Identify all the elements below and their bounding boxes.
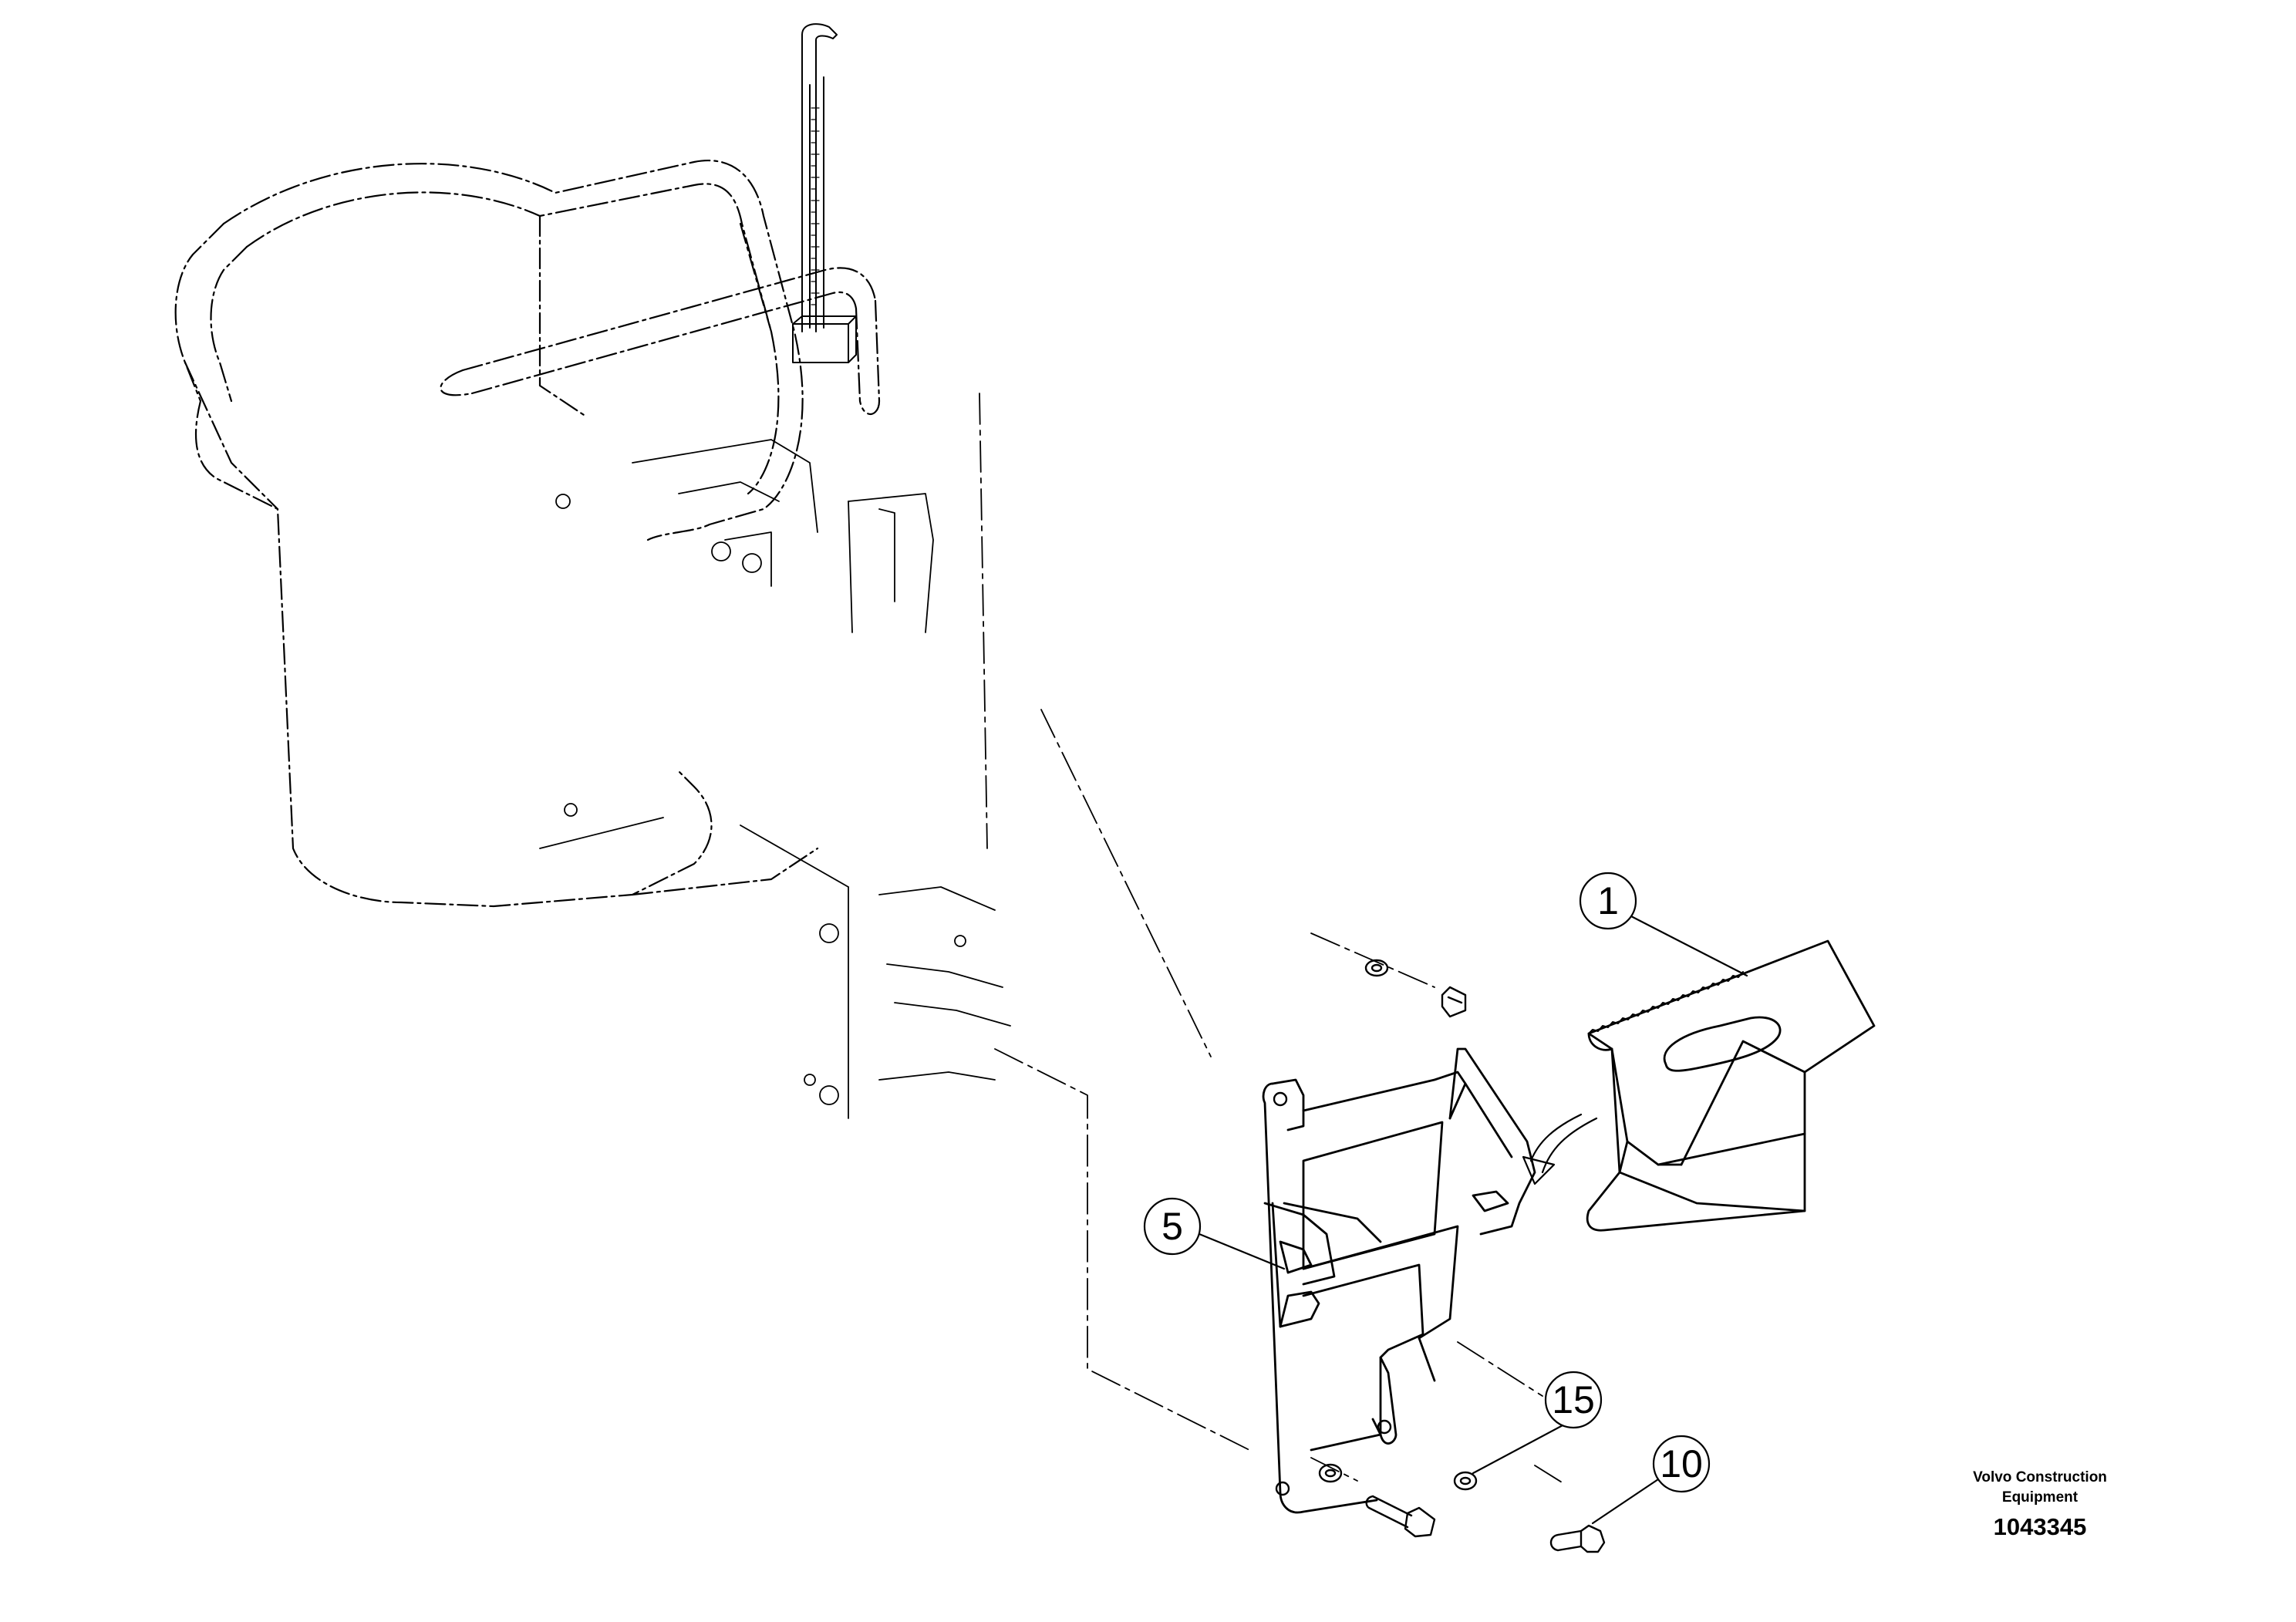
bolt-top <box>1441 986 1467 1018</box>
company-name: Volvo Construction Equipment <box>1913 1468 2167 1508</box>
company-name-line-2: Equipment <box>2001 1489 2079 1506</box>
step-plate-part-1 <box>1586 939 1876 1232</box>
callout-15: 15 <box>1552 1378 1595 1421</box>
bracket-holes <box>1273 1091 1392 1496</box>
measuring-rod-scale <box>811 107 820 317</box>
company-name-line-1: Volvo Construction <box>1973 1469 2107 1485</box>
callout-5: 5 <box>1161 1205 1183 1248</box>
machine-frame-phantom <box>174 160 819 908</box>
install-direction-arrow <box>1522 1113 1598 1185</box>
handle-bar-phantom <box>440 267 881 415</box>
callout-1: 1 <box>1597 879 1619 922</box>
washer-top <box>1364 959 1389 977</box>
washer-bottom-left <box>1318 1463 1343 1483</box>
bolt-bottom-left <box>1365 1495 1436 1538</box>
mounting-bracket-part-5 <box>1262 1047 1536 1514</box>
step-plate-serrated-edge <box>1588 971 1744 1034</box>
bolt-part-10 <box>1549 1524 1606 1553</box>
callout-labels: 1 5 15 10 <box>1161 879 1703 1485</box>
document-number: 1043345 <box>1993 1513 2087 1540</box>
frame-mount-details <box>539 439 1011 1119</box>
callout-circles <box>1143 872 1711 1493</box>
washer-part-15 <box>1453 1471 1478 1491</box>
measuring-rod <box>792 23 857 363</box>
frame-bolts <box>555 494 966 1105</box>
callout-10: 10 <box>1660 1442 1703 1485</box>
callout-leaders <box>1198 915 1748 1525</box>
